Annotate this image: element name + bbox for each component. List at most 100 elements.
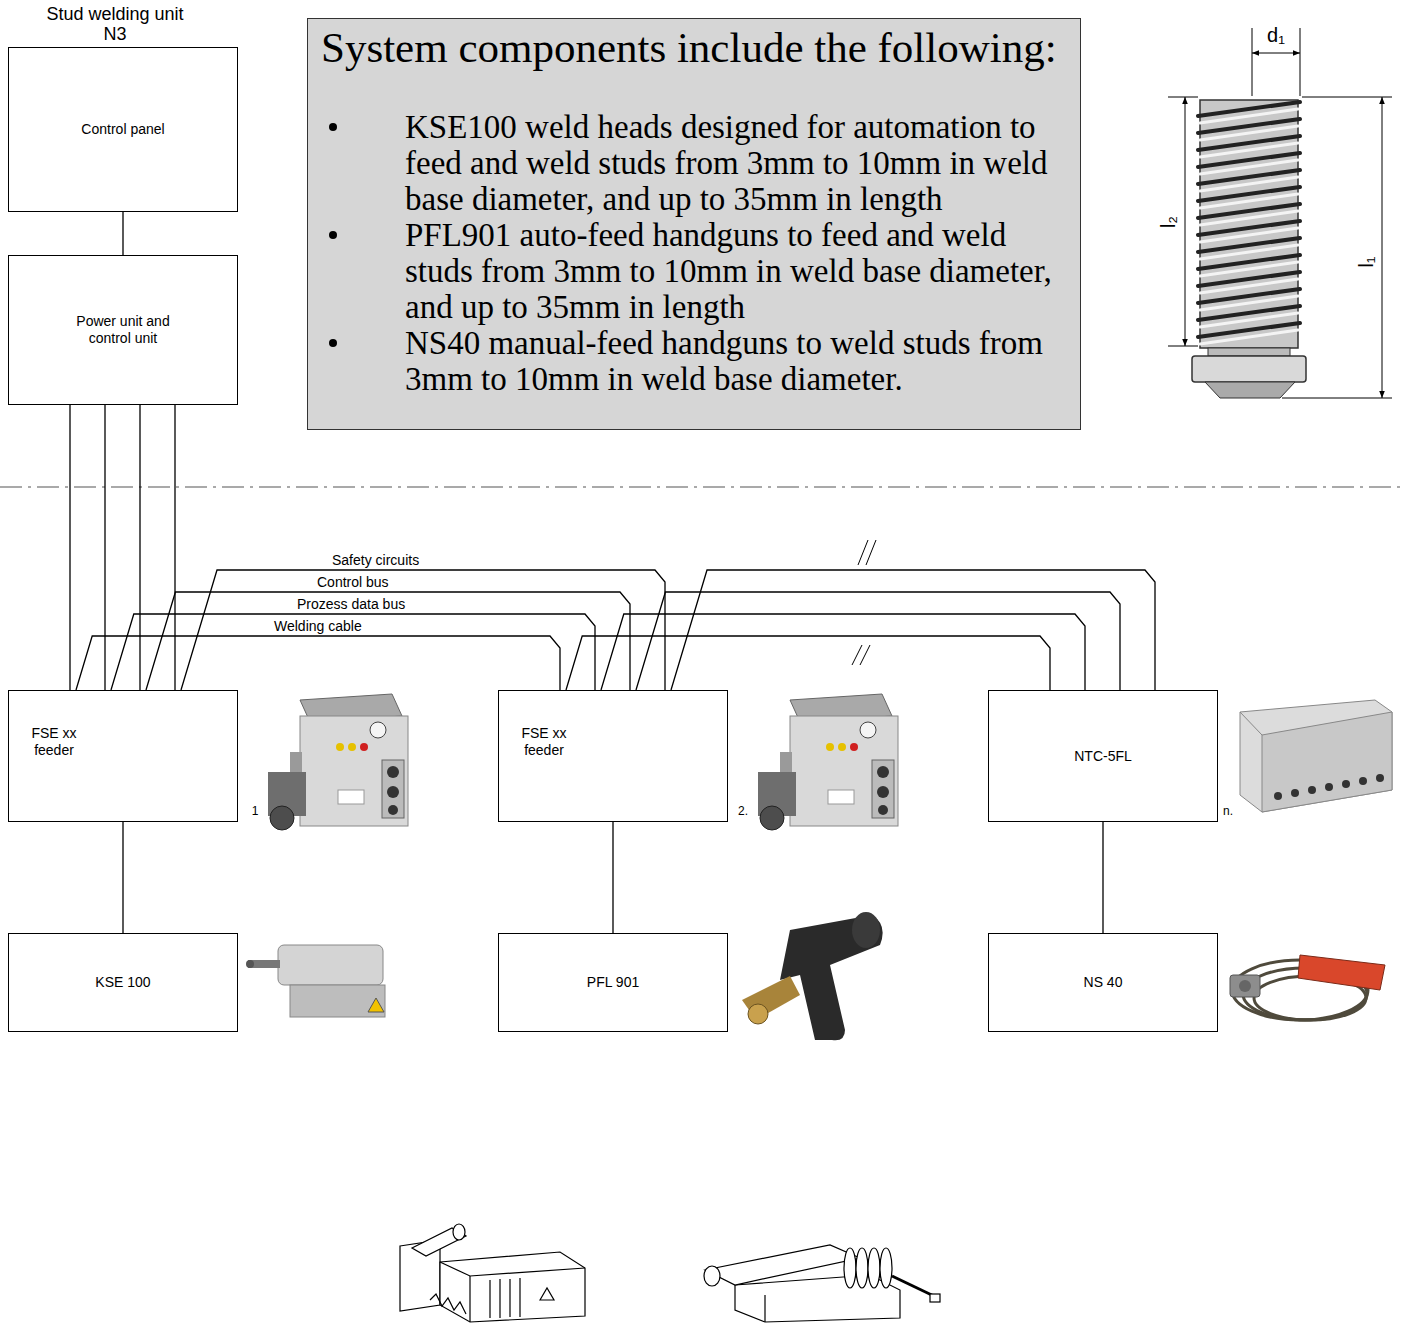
cylinder-rib bbox=[844, 1248, 856, 1288]
node-text: NS 40 bbox=[1084, 974, 1123, 991]
bus-label: Control bus bbox=[315, 575, 391, 590]
node-text: PFL 901 bbox=[587, 974, 639, 991]
cable-plug bbox=[1230, 975, 1260, 997]
callout-number: 2. bbox=[738, 805, 748, 818]
weld-head-cylinder bbox=[278, 945, 383, 985]
housing-edge bbox=[764, 1295, 765, 1322]
bus-label: Welding cable bbox=[272, 619, 364, 634]
connector-socket bbox=[1291, 789, 1299, 797]
connector-socket bbox=[1308, 786, 1316, 794]
housing-edge bbox=[440, 1262, 585, 1276]
node-text: Power unit and control unit bbox=[73, 313, 173, 347]
bus-label: Prozess data bus bbox=[295, 597, 407, 612]
break-mark bbox=[852, 540, 876, 665]
bus-line bbox=[601, 614, 1085, 690]
connector-socket bbox=[1376, 774, 1384, 782]
weld-head-drawing bbox=[400, 1224, 585, 1322]
bullet-dot bbox=[329, 339, 337, 347]
bullet-dot bbox=[329, 231, 337, 239]
node-text: System components include the following: bbox=[321, 25, 1070, 71]
feeder-box: FSE xx feeder bbox=[8, 690, 238, 822]
panel-row: KSE100 weld heads designed for automatio… bbox=[321, 109, 1070, 217]
info-panel: System components include the following:… bbox=[307, 18, 1081, 430]
connector-socket bbox=[1342, 780, 1350, 788]
weld-head-photo bbox=[246, 945, 385, 1017]
stud-thread-highlight bbox=[1200, 109, 1298, 344]
bus-line bbox=[636, 592, 1120, 690]
housing-rib bbox=[499, 1279, 500, 1318]
feeder-photo bbox=[758, 694, 898, 830]
extension-line bbox=[1168, 346, 1198, 347]
power-unit-box: Power unit and control unit bbox=[8, 255, 238, 405]
section-divider bbox=[0, 486, 1401, 487]
handgun-photo bbox=[742, 912, 883, 1040]
controller-edge bbox=[1240, 712, 1262, 735]
bus-line bbox=[181, 570, 665, 690]
connector-socket bbox=[1325, 783, 1333, 791]
extension-line bbox=[1282, 398, 1392, 399]
gun-handle bbox=[1298, 955, 1385, 990]
diagram-title: Stud welding unit N3 bbox=[40, 4, 190, 44]
node-text: Control panel bbox=[81, 121, 164, 138]
cylinder-cap bbox=[453, 1224, 465, 1240]
handgun-box: NS 40 bbox=[988, 933, 1218, 1032]
controller-housing bbox=[1240, 700, 1392, 812]
node-text: FSE xx feeder bbox=[513, 725, 575, 759]
break-stroke bbox=[866, 540, 876, 565]
node-text: FSE xx feeder bbox=[23, 725, 85, 759]
cylinder-cap bbox=[704, 1266, 720, 1286]
handgun-box: PFL 901 bbox=[498, 933, 728, 1032]
bus-line bbox=[104, 405, 105, 690]
bus-line bbox=[69, 405, 70, 690]
stud-flange bbox=[1192, 356, 1306, 382]
bus-label: Safety circuits bbox=[330, 553, 421, 568]
dimension-line bbox=[1252, 53, 1300, 54]
node-text: NTC-5FL bbox=[1074, 748, 1132, 765]
bus-line bbox=[111, 614, 595, 690]
dimension-label: l₂ bbox=[1157, 216, 1179, 228]
panel-row: System components include the following: bbox=[321, 25, 1070, 71]
weld-head-box: KSE 100 bbox=[8, 933, 238, 1032]
extension-line bbox=[1168, 97, 1198, 98]
control-panel-box: Control panel bbox=[8, 47, 238, 212]
cylinder-rib bbox=[868, 1248, 880, 1288]
head-housing bbox=[440, 1252, 585, 1322]
connector-line bbox=[122, 822, 123, 933]
housing-rib bbox=[519, 1278, 520, 1317]
bus-line bbox=[146, 592, 630, 690]
extension-line bbox=[1300, 28, 1301, 96]
break-stroke bbox=[860, 645, 870, 665]
spring-cable bbox=[430, 1294, 466, 1314]
callout-number: n. bbox=[1223, 805, 1233, 818]
housing-rib bbox=[509, 1279, 510, 1317]
manual-gun-photo bbox=[1230, 955, 1385, 1020]
weld-head-tip bbox=[246, 960, 254, 968]
bus-line bbox=[174, 405, 175, 690]
gun-chuck bbox=[748, 1004, 768, 1024]
dimension-line bbox=[1382, 97, 1383, 398]
warning-sign bbox=[368, 998, 384, 1012]
dimension-label: l₁ bbox=[1355, 256, 1377, 267]
node-text: PFL901 auto-feed handguns to feed and we… bbox=[405, 217, 1055, 325]
gun-cylinder bbox=[852, 912, 880, 948]
bus-line bbox=[76, 636, 560, 690]
break-stroke bbox=[852, 645, 862, 665]
plug-face bbox=[1239, 980, 1251, 992]
weld-head-slide bbox=[290, 985, 385, 1017]
connector-line bbox=[122, 212, 123, 255]
extension-line bbox=[1302, 97, 1392, 98]
bus-line bbox=[671, 570, 1155, 690]
controller-front bbox=[1262, 712, 1392, 812]
controller-photo bbox=[1240, 700, 1392, 812]
housing-edge bbox=[469, 1276, 470, 1322]
warning-sign bbox=[540, 1288, 554, 1300]
panel-row: PFL901 auto-feed handguns to feed and we… bbox=[321, 217, 1070, 325]
bullet-dot bbox=[329, 123, 337, 131]
break-stroke bbox=[858, 540, 868, 565]
cylinder-rib bbox=[856, 1248, 868, 1288]
dimension-line bbox=[1185, 97, 1186, 346]
connector-socket bbox=[1274, 792, 1282, 800]
nozzle-tip bbox=[930, 1294, 940, 1302]
feeder-photo bbox=[268, 694, 408, 830]
